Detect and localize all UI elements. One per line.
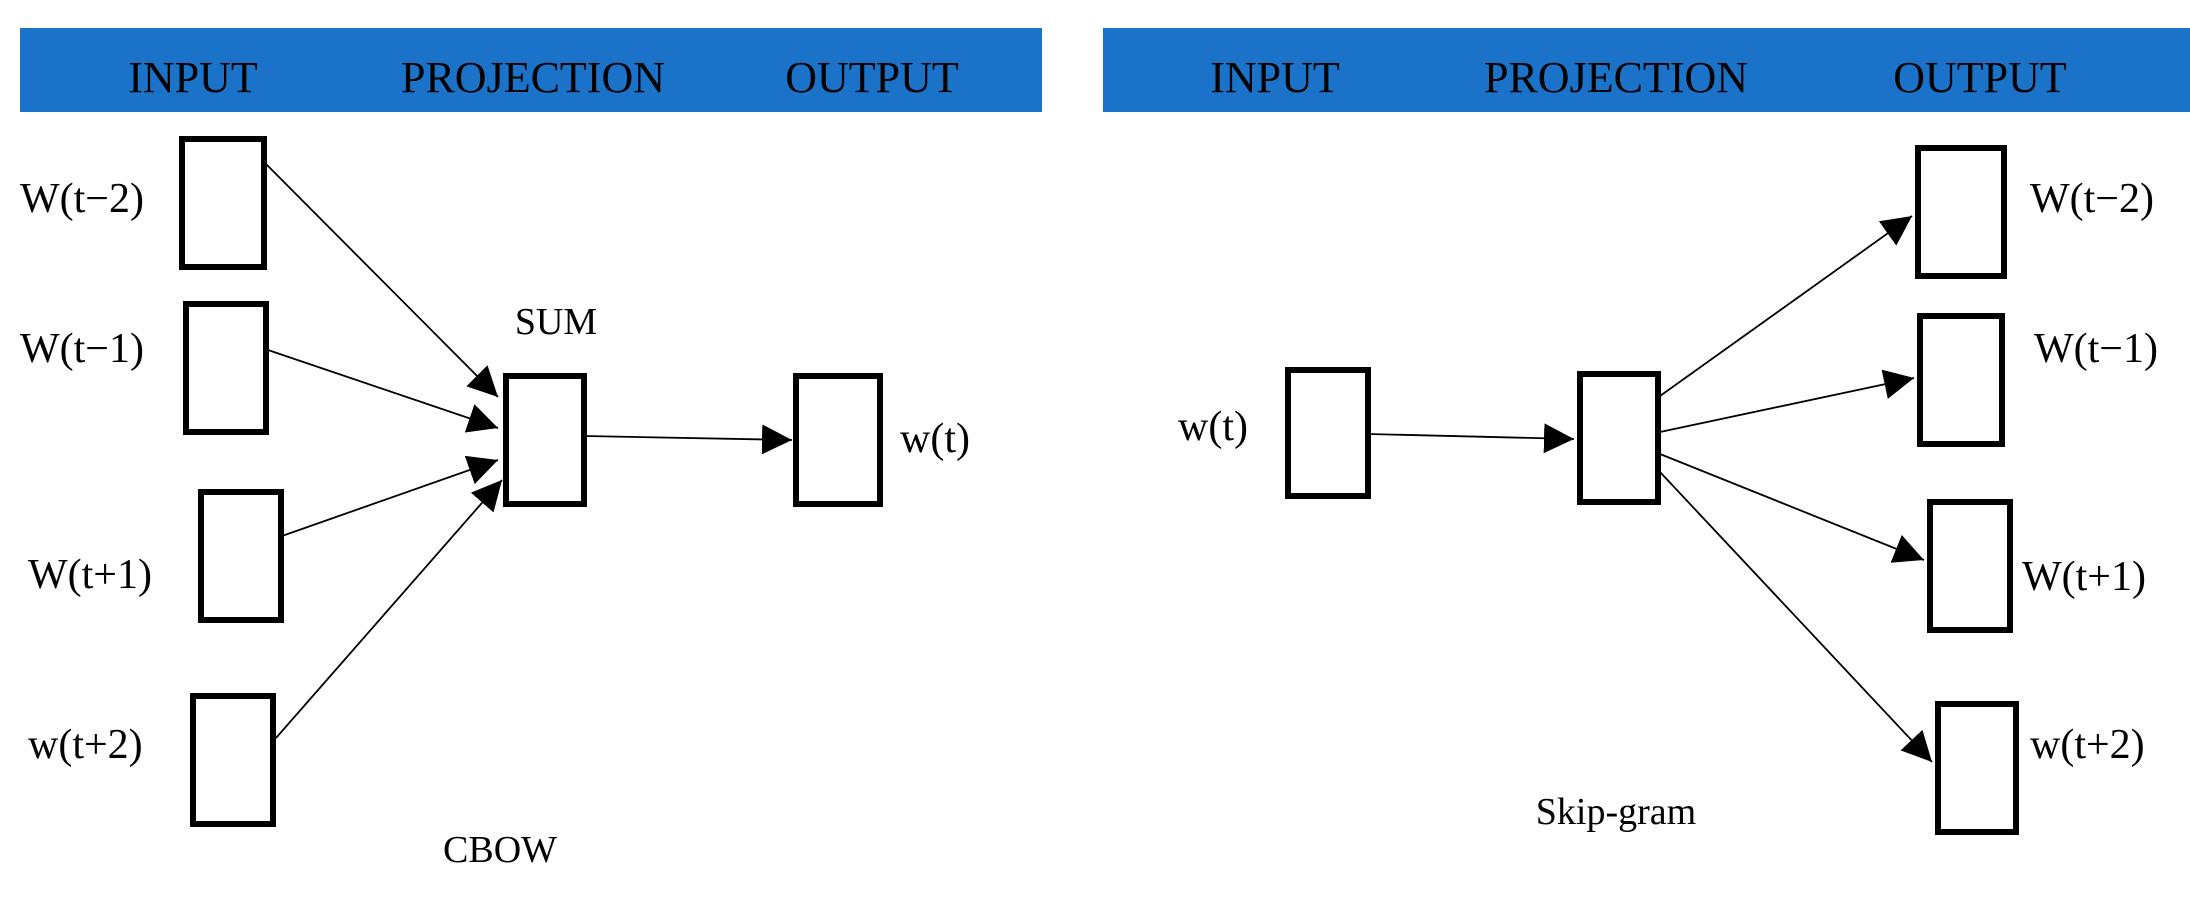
cbow-input-node-1 xyxy=(179,136,267,270)
cbow-header-input: INPUT xyxy=(128,53,258,102)
skipgram-output-node-1 xyxy=(1915,145,2007,279)
cbow-edge-input-2 xyxy=(267,349,499,433)
cbow-header-output: OUTPUT xyxy=(785,53,959,102)
cbow-input-node-2 xyxy=(183,301,269,435)
skipgram-output-label-4: w(t+2) xyxy=(2030,722,2145,768)
cbow-edge-projection-output xyxy=(584,424,793,455)
cbow-projection-label: SUM xyxy=(515,301,597,343)
skipgram-caption: Skip-gram xyxy=(1536,791,1696,833)
skipgram-header-output: OUTPUT xyxy=(1893,53,2067,102)
skipgram-output-node-2 xyxy=(1917,313,2005,447)
skipgram-header-bar xyxy=(1103,28,2190,112)
cbow-input-label-4: w(t+2) xyxy=(28,722,143,768)
cbow-header-projection: PROJECTION xyxy=(401,53,665,102)
cbow-output-label: w(t) xyxy=(900,416,970,462)
skipgram-output-label-1: W(t−2) xyxy=(2030,176,2154,222)
cbow-input-label-2: W(t−1) xyxy=(20,326,144,372)
skipgram-output-node-3 xyxy=(1927,499,2013,633)
skipgram-output-node-4 xyxy=(1935,701,2019,835)
cbow-input-label-1: W(t−2) xyxy=(20,176,144,222)
cbow-input-label-3: W(t+1) xyxy=(28,552,152,598)
skipgram-header-input: INPUT xyxy=(1210,53,1340,102)
cbow-edge-input-1 xyxy=(265,163,499,398)
skipgram-edge-output-1 xyxy=(1659,215,1913,397)
cbow-input-node-4 xyxy=(190,693,276,827)
skipgram-edge-input-projection xyxy=(1367,423,1575,454)
cbow-input-node-3 xyxy=(198,489,284,623)
skipgram-projection-node xyxy=(1577,371,1661,505)
skipgram-input-label: w(t) xyxy=(1178,404,1248,450)
skipgram-panel: INPUT PROJECTION OUTPUT w(t) W(t−2) W(t−… xyxy=(1103,28,2190,835)
cbow-edge-input-4 xyxy=(275,479,503,739)
cbow-output-node xyxy=(793,373,883,507)
skipgram-output-label-2: W(t−1) xyxy=(2034,326,2158,372)
skipgram-edge-output-3 xyxy=(1659,453,1925,563)
cbow-edge-input-3 xyxy=(281,455,499,537)
skipgram-header-projection: PROJECTION xyxy=(1484,53,1748,102)
skipgram-input-node xyxy=(1285,367,1371,499)
skipgram-output-label-3: W(t+1) xyxy=(2022,554,2146,600)
cbow-header-bar xyxy=(20,28,1042,112)
cbow-panel: INPUT PROJECTION OUTPUT W(t−2) W(t−1) W(… xyxy=(20,28,1042,871)
skipgram-edge-output-4 xyxy=(1659,471,1933,763)
skipgram-edge-output-2 xyxy=(1659,369,1915,433)
cbow-projection-node xyxy=(503,373,587,507)
cbow-caption: CBOW xyxy=(443,829,557,871)
